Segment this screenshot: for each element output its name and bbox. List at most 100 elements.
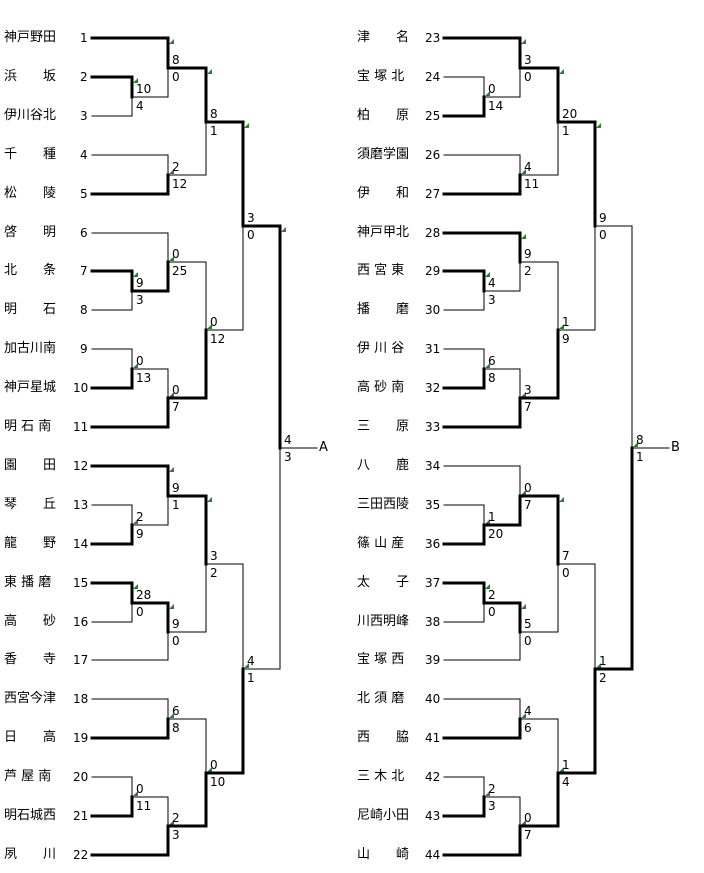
score-bottom: 0 [524,70,532,84]
score-top: 2 [136,510,144,524]
team-name: 尼崎小田 [357,808,410,823]
team-number: 26 [425,148,441,162]
winner-marker-icon [559,767,564,772]
score-top: 0 [210,315,218,329]
winner-marker-icon [207,69,212,74]
score-top: 9 [599,211,607,225]
team-name: 太 子 [357,575,410,590]
score-bottom: 0 [172,634,180,648]
team-name: 日 高 [4,730,57,745]
winner-marker-icon [207,767,212,772]
score-top: 1 [599,654,607,668]
team-number: 18 [73,692,89,706]
score-top: 0 [210,758,218,772]
team-number: 14 [73,537,89,551]
team-number: 32 [425,381,441,395]
team-name: 伊 和 [357,186,410,201]
team-name: 柏 原 [357,108,410,123]
winner-marker-icon [521,604,526,609]
team-name: 篠 山 産 [357,536,405,551]
score-bottom: 3 [488,293,496,307]
winner-marker-icon [521,392,526,397]
winner-marker-icon [521,820,526,825]
winner-marker-icon [485,272,490,277]
winner-marker-icon [207,324,212,329]
score-bottom: 12 [172,177,188,191]
score-bottom: 3 [136,293,144,307]
score-top: 5 [524,617,532,631]
score-top: 20 [562,107,578,121]
team-number: 36 [425,537,441,551]
score-bottom: 2 [210,566,218,580]
score-bottom: 9 [562,332,570,346]
team-number: 31 [425,342,441,356]
score-bottom: 7 [524,498,532,512]
winner-marker-icon [133,363,138,368]
team-name: 西宮今津 [4,691,57,706]
team-name: 西 宮 東 [357,263,405,278]
score-bottom: 0 [247,228,255,242]
winner-marker-icon [559,69,564,74]
team-name: 北 条 [4,263,57,278]
winner-marker-icon [633,442,638,447]
score-bottom: 0 [599,228,607,242]
winner-marker-icon [169,392,174,397]
team-number: 13 [73,498,89,512]
score-bottom: 7 [172,400,180,414]
score-top: 0 [172,383,180,397]
score-bottom: 4 [562,775,570,789]
team-name: 神戸野田 [4,30,57,45]
team-number: 35 [425,498,441,512]
team-number: 40 [425,692,441,706]
score-top: 4 [247,654,255,668]
score-bottom: 7 [524,400,532,414]
team-name: 神戸甲北 [357,225,410,240]
score-top: 0 [488,82,496,96]
team-name: 三田西陵 [357,497,410,512]
team-number: 4 [80,148,88,162]
score-bottom: 4 [136,99,144,113]
score-top: 0 [172,247,180,261]
team-name: 啓 明 [4,225,57,240]
winner-marker-icon [169,39,174,44]
winner-marker-icon [521,39,526,44]
winner-marker-icon [207,497,212,502]
score-top: 3 [210,549,218,563]
winner-marker-icon [521,169,526,174]
team-number: 24 [425,70,441,84]
team-name: 山 崎 [357,847,410,862]
team-name: 高 砂 [4,614,57,629]
winner-marker-icon [169,820,174,825]
team-name: 明 石 [4,302,57,317]
team-number: 9 [80,342,88,356]
team-name: 香 寺 [4,652,57,667]
team-number: 38 [425,615,441,629]
winner-marker-icon [596,123,601,128]
team-name: 宝 塚 北 [357,69,405,84]
score-bottom: 8 [488,371,496,385]
score-bottom: 11 [136,799,152,813]
winner-marker-icon [559,497,564,502]
score-bottom: 13 [136,371,152,385]
score-bottom: 0 [136,605,144,619]
score-top: 1 [562,315,570,329]
team-number: 39 [425,653,441,667]
score-bottom: 1 [210,124,218,138]
team-number: 28 [425,226,441,240]
score-top: 9 [136,276,144,290]
score-bottom: 11 [524,177,540,191]
score-top: 9 [172,481,180,495]
team-name: 北 須 磨 [357,691,405,706]
winner-marker-icon [281,227,286,232]
winner-marker-icon [169,713,174,718]
team-name: 八 鹿 [357,458,410,473]
team-name: 神戸星城 [4,380,57,395]
score-bottom: 25 [172,264,188,278]
team-name: 芦 屋 南 [4,769,52,784]
team-number: 22 [73,848,89,862]
winner-marker-icon [169,604,174,609]
team-number: 3 [80,109,88,123]
score-top: 4 [524,160,532,174]
score-top: 6 [172,704,180,718]
team-name: 加古川南 [4,341,57,356]
